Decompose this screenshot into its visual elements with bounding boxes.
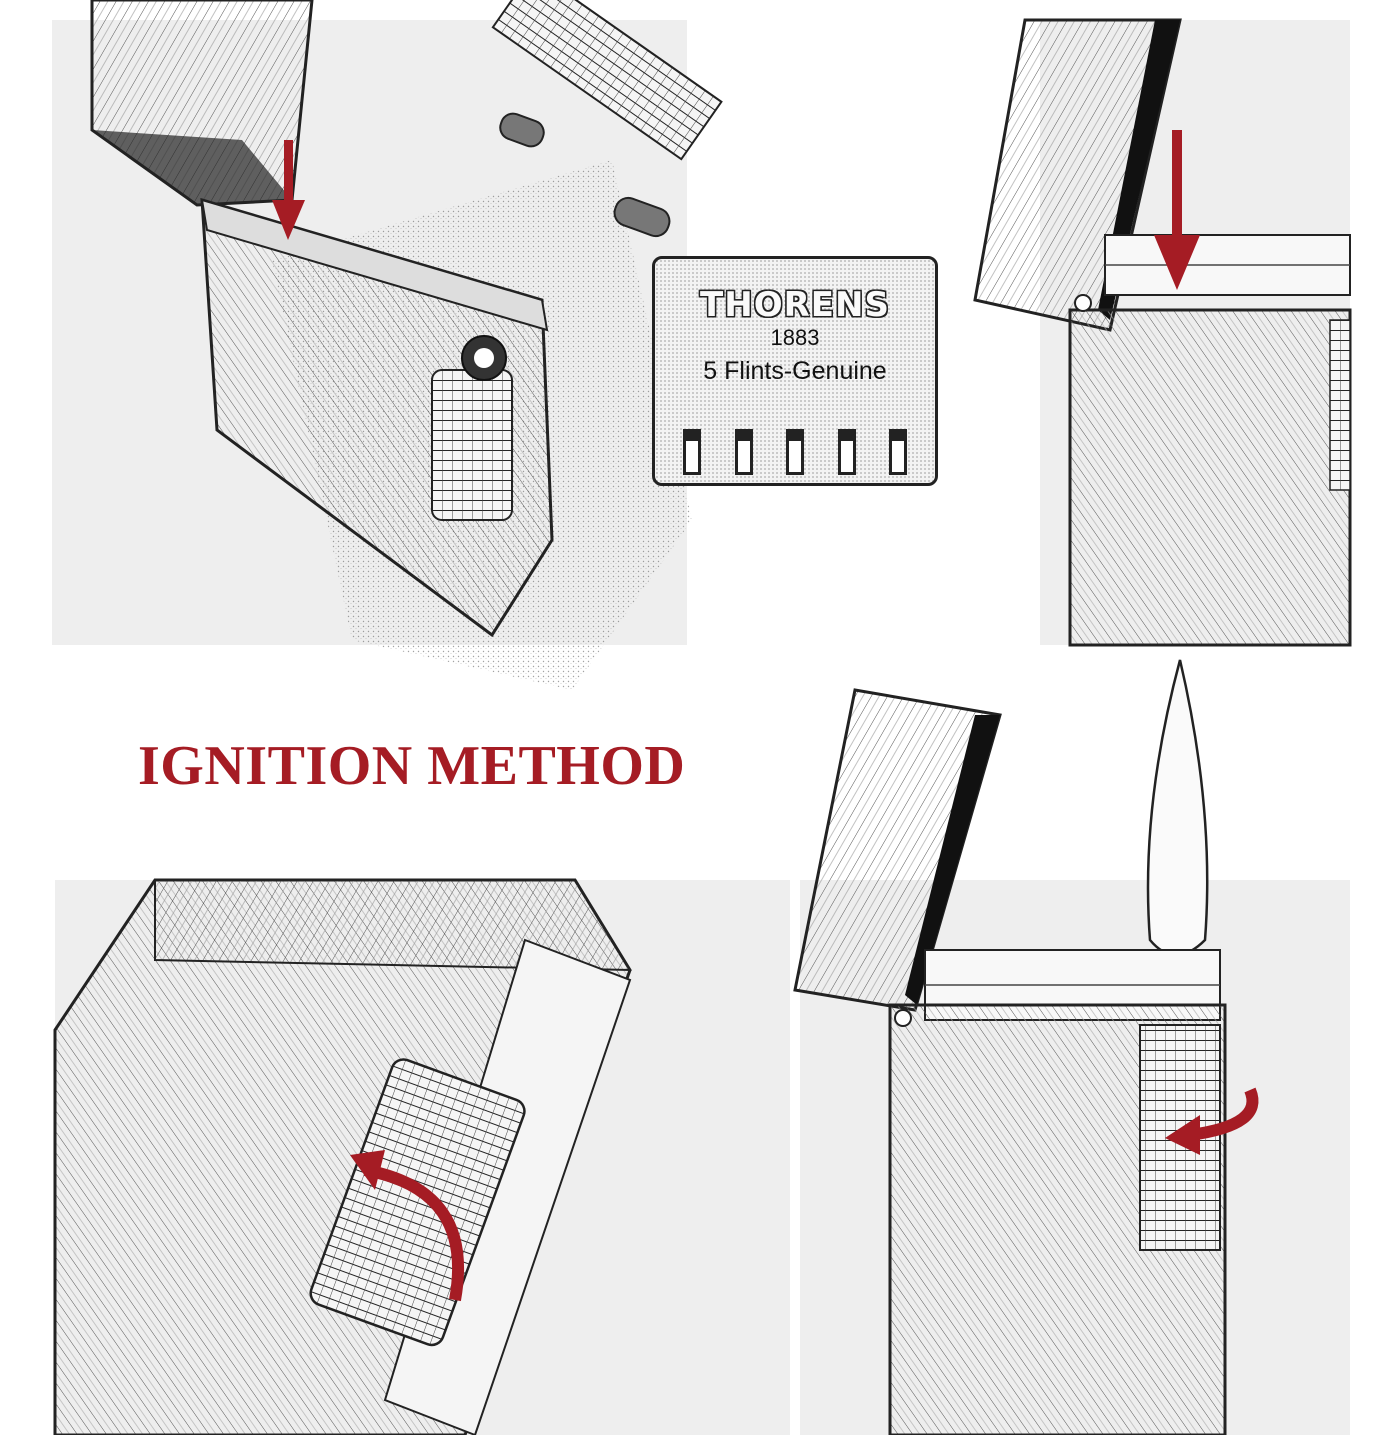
package-caption: 5 Flints-Genuine [703,357,887,385]
lighter-lid-open-illustration [973,18,1352,647]
lighter-flame-illustration [793,659,1259,1435]
section-heading: IGNITION METHOD [138,735,686,797]
flint-dispenser-tube [491,0,723,161]
brand-year: 1883 [770,325,820,350]
flint-slot [734,429,753,475]
flint-piece [499,112,545,148]
lighter-open-flint-illustration [90,0,723,690]
flint-package: THORENS 1883 5 Flints-Genuine [652,256,938,486]
flint-piece [613,196,671,238]
lighter-wheel-closeup-illustration [53,878,632,1435]
brand-logo: THORENS [700,285,890,325]
flint-slot [889,429,907,475]
press-arrow [272,140,305,240]
flint-slots [683,429,907,475]
flint-slot [786,429,804,475]
press-arrow [1154,130,1200,290]
flint-slot [683,429,701,475]
rotate-arrow [1165,1087,1259,1155]
flint-slot [837,429,856,475]
flame [1146,659,1209,957]
rotate-arrow [350,1150,465,1302]
